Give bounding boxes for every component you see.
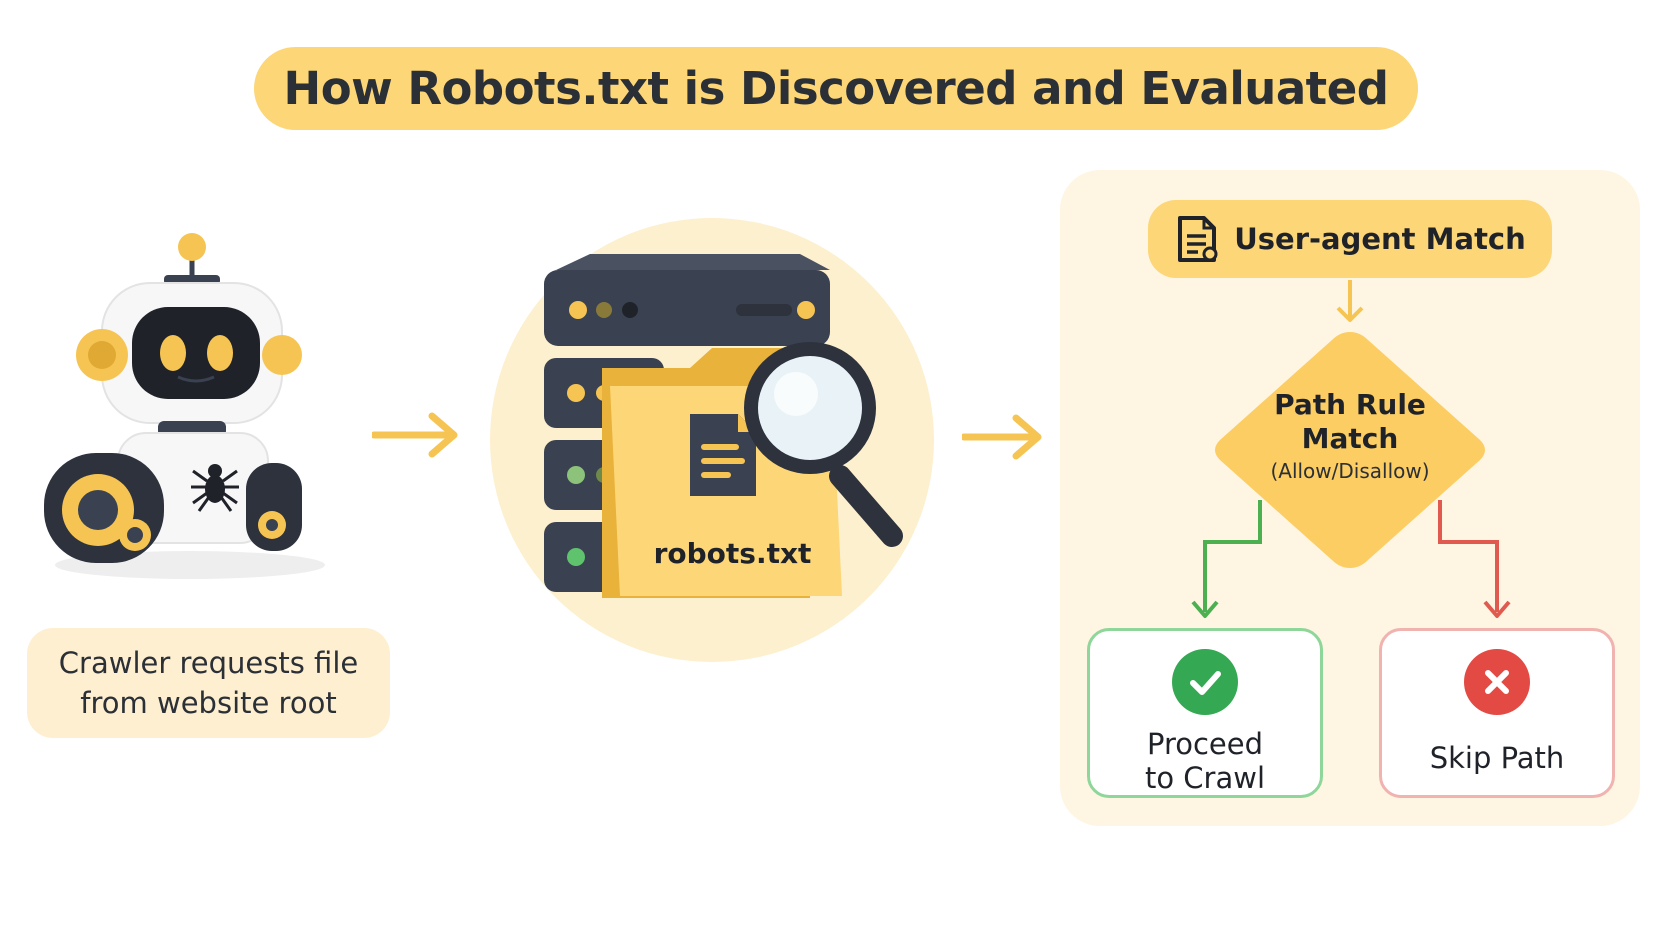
proceed-label-line1: Proceed — [1146, 727, 1264, 761]
evaluation-flow-connectors — [1191, 280, 1511, 618]
document-icon — [1178, 216, 1218, 262]
decision-diamond — [1215, 332, 1485, 568]
user-agent-match-label: User-agent Match — [1234, 222, 1526, 256]
proceed-outcome: Proceed to Crawl — [1087, 628, 1323, 798]
robots-file-label: robots.txt — [653, 537, 812, 570]
path-rule-sublabel: (Allow/Disallow) — [1270, 459, 1430, 483]
page-title: How Robots.txt is Discovered and Evaluat… — [283, 62, 1389, 115]
skip-outcome: Skip Path — [1379, 628, 1615, 798]
checkmark-icon — [1172, 649, 1238, 715]
path-rule-label-line1: Path Rule — [1274, 388, 1426, 421]
title-banner: How Robots.txt is Discovered and Evaluat… — [254, 47, 1418, 130]
server-folder-magnifier-icon — [480, 218, 960, 670]
proceed-label-line2: to Crawl — [1144, 761, 1266, 795]
path-rule-label-line2: Match — [1301, 422, 1399, 455]
crawler-caption-line1: Crawler requests file — [58, 646, 359, 680]
arrow-right-icon — [370, 412, 462, 458]
crawler-caption-line2: from website root — [80, 686, 337, 720]
user-agent-match-step: User-agent Match — [1148, 200, 1552, 278]
robot-crawler-icon — [40, 225, 340, 615]
close-icon — [1464, 649, 1530, 715]
crawler-caption: Crawler requests file from website root — [27, 628, 390, 738]
skip-label: Skip Path — [1429, 741, 1565, 775]
arrow-right-icon — [960, 414, 1046, 460]
path-rule-match-step: Path Rule Match (Allow/Disallow) — [1240, 388, 1460, 486]
